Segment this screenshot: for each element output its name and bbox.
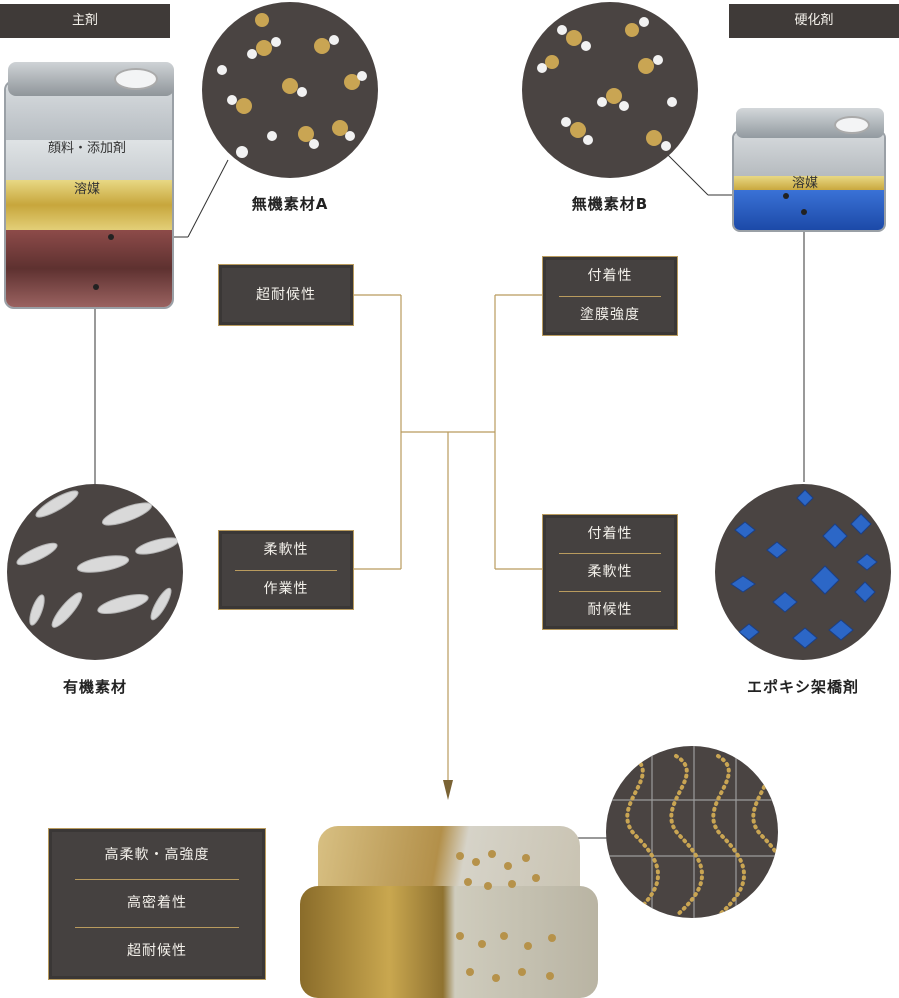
result-item: 高柔軟・高強度: [104, 847, 210, 863]
property-item: 柔軟性: [263, 542, 309, 558]
epoxy-label: エポキシ架橋剤: [746, 678, 859, 696]
cured-coating-block: [300, 826, 598, 998]
property-item: 作業性: [219, 570, 353, 609]
main-agent-layer-2: 溶媒: [73, 182, 100, 197]
hardener-can: 溶媒: [730, 108, 890, 232]
property-card-top-right: 付着性 塗膜強度: [542, 256, 678, 336]
property-item: 耐候性: [543, 591, 677, 629]
property-item: 付着性: [587, 268, 633, 284]
main-agent-can: 顔料・添加剤 溶媒: [4, 62, 176, 310]
property-item: 超耐候性: [256, 287, 316, 303]
inorganic-a-label: 無機素材A: [251, 195, 329, 213]
result-item: 超耐候性: [49, 927, 265, 975]
hardener-layer: 溶媒: [791, 176, 818, 191]
main-agent-tag: 主剤: [0, 4, 170, 38]
organic-label: 有機素材: [62, 678, 127, 696]
property-item: 柔軟性: [543, 553, 677, 591]
property-item: 塗膜強度: [543, 296, 677, 335]
property-item: 付着性: [587, 526, 633, 542]
result-card: 高柔軟・高強度 高密着性 超耐候性: [48, 828, 266, 980]
result-item: 高密着性: [49, 879, 265, 927]
property-card-bottom-left: 柔軟性 作業性: [218, 530, 354, 610]
hardener-tag: 硬化剤: [729, 4, 899, 38]
epoxy-crosslinker-image: [715, 484, 891, 660]
organic-material-image: [7, 484, 183, 660]
main-agent-layer-1: 顔料・添加剤: [47, 141, 126, 156]
inorganic-b-label: 無機素材B: [571, 195, 649, 213]
inorganic-b-molecule-image: [522, 2, 698, 178]
property-card-bottom-right: 付着性 柔軟性 耐候性: [542, 514, 678, 630]
property-card-top-left: 超耐候性: [218, 264, 354, 326]
crosslink-network-image: [606, 746, 778, 918]
inorganic-a-molecule-image: [202, 2, 378, 178]
